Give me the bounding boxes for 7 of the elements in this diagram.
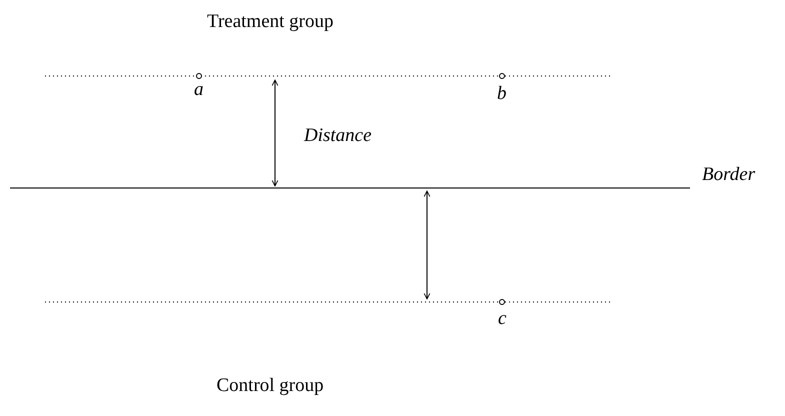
point-label: b [497,84,506,103]
distance-label: Distance [304,126,372,145]
border-label: Border [702,165,756,184]
point-label: c [498,309,506,328]
point-label: a [194,80,204,99]
group-label: Treatment group [207,12,334,31]
group-label: Control group [216,376,324,395]
